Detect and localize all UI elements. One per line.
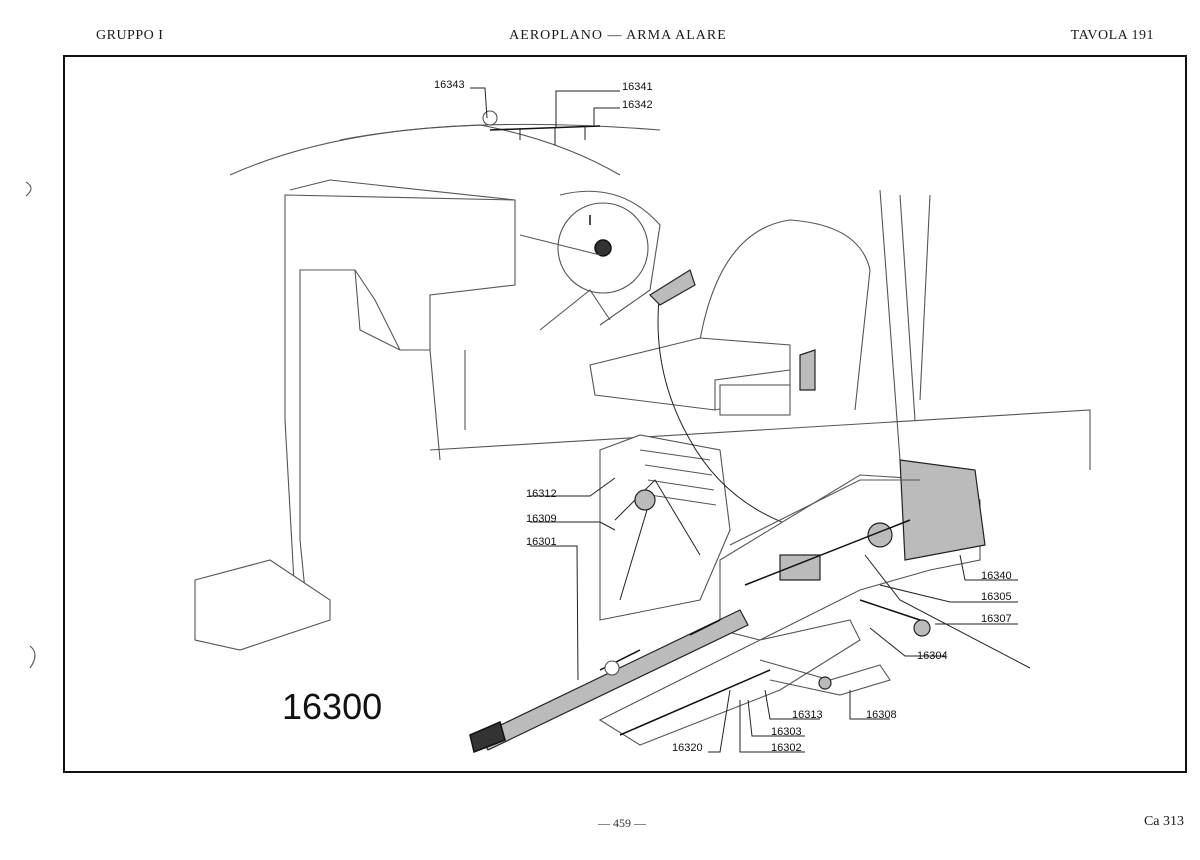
callout-16320: 16320 [672,742,703,754]
header-plate: TAVOLA 191 [1070,28,1154,43]
ammo-box [599,434,731,621]
callout-16301: 16301 [526,536,557,548]
callout-16308: 16308 [866,709,897,721]
binding-hole-mark [29,645,36,669]
callout-16302: 16302 [771,742,802,754]
leader-lines [470,87,1018,753]
instrument-console [194,179,516,651]
pilot-seat [589,219,871,416]
assembly-number: 16300 [282,686,382,727]
callout-16313: 16313 [792,709,823,721]
gun-barrel [469,609,749,754]
gunsight-assembly [482,110,601,145]
drawing-frame [63,55,1187,773]
callout-labels: 16343 16341 16342 16312 16309 16301 1634… [434,79,1012,754]
callout-16342: 16342 [622,99,653,111]
machine-gun [719,459,986,641]
callout-16309: 16309 [526,513,557,525]
control-wheel [519,190,661,331]
callout-16341: 16341 [622,81,653,93]
trigger-lever [649,269,696,306]
callout-16312: 16312 [526,488,557,500]
callout-16304: 16304 [917,650,948,662]
binding-hole-mark [25,181,32,197]
aircraft-code: Ca 313 [1143,814,1184,829]
callout-16305: 16305 [981,591,1012,603]
header-group: GRUPPO I [96,28,164,43]
gun-mount [598,554,1031,746]
page-number: — 459 — [598,816,646,830]
callout-16343: 16343 [434,79,465,91]
callout-16307: 16307 [981,613,1012,625]
callout-16303: 16303 [771,726,802,738]
header-title: AEROPLANO — ARMA ALARE [509,28,727,43]
callout-16340: 16340 [981,570,1012,582]
